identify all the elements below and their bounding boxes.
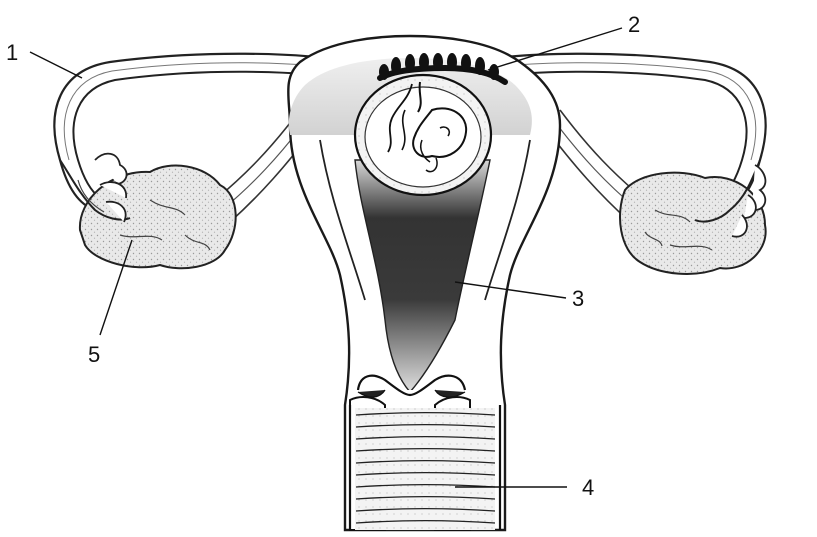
label-1: 1 — [6, 40, 18, 65]
label-2: 2 — [628, 12, 640, 37]
vagina — [350, 397, 500, 530]
leader-2 — [488, 28, 622, 70]
label-5: 5 — [88, 342, 100, 367]
left-ovary — [80, 166, 236, 269]
leader-1 — [30, 52, 82, 78]
label-3: 3 — [572, 286, 584, 311]
label-4: 4 — [582, 475, 594, 500]
